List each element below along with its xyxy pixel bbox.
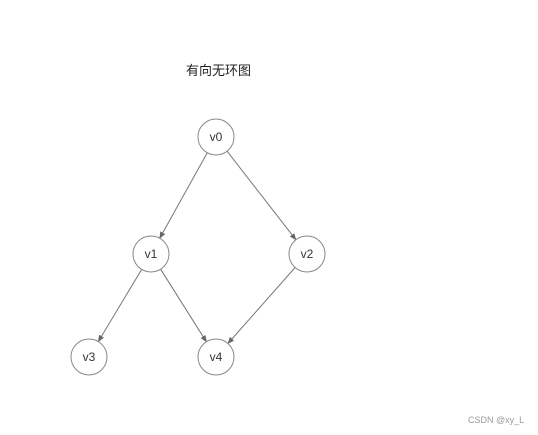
- node-label-v1: v1: [145, 247, 158, 261]
- node-label-v2: v2: [301, 247, 314, 261]
- edge-v1-v4: [160, 268, 207, 343]
- edge-v1-v3: [97, 269, 143, 343]
- edge-v0-v2: [226, 150, 297, 241]
- node-circle-v0: [197, 118, 235, 156]
- node-circle-v2: [288, 235, 326, 273]
- diagram-title: 有向无环图: [186, 64, 252, 79]
- node-circle-v3: [70, 338, 108, 376]
- nodes-layer: v0 v1 v2 v3 v4: [70, 118, 326, 376]
- edge-v0-v1: [159, 152, 208, 239]
- edge-v2-v4: [227, 267, 296, 345]
- node-label-v0: v0: [210, 130, 223, 144]
- watermark: CSDN @xy_L: [468, 415, 525, 425]
- node-v0: v0: [197, 118, 235, 156]
- node-v1: v1: [132, 235, 170, 273]
- node-v4: v4: [197, 338, 235, 376]
- node-label-v4: v4: [210, 350, 223, 364]
- node-v2: v2: [288, 235, 326, 273]
- node-v3: v3: [70, 338, 108, 376]
- node-circle-v1: [132, 235, 170, 273]
- edges-layer: [97, 150, 297, 345]
- node-circle-v4: [197, 338, 235, 376]
- node-label-v3: v3: [83, 350, 96, 364]
